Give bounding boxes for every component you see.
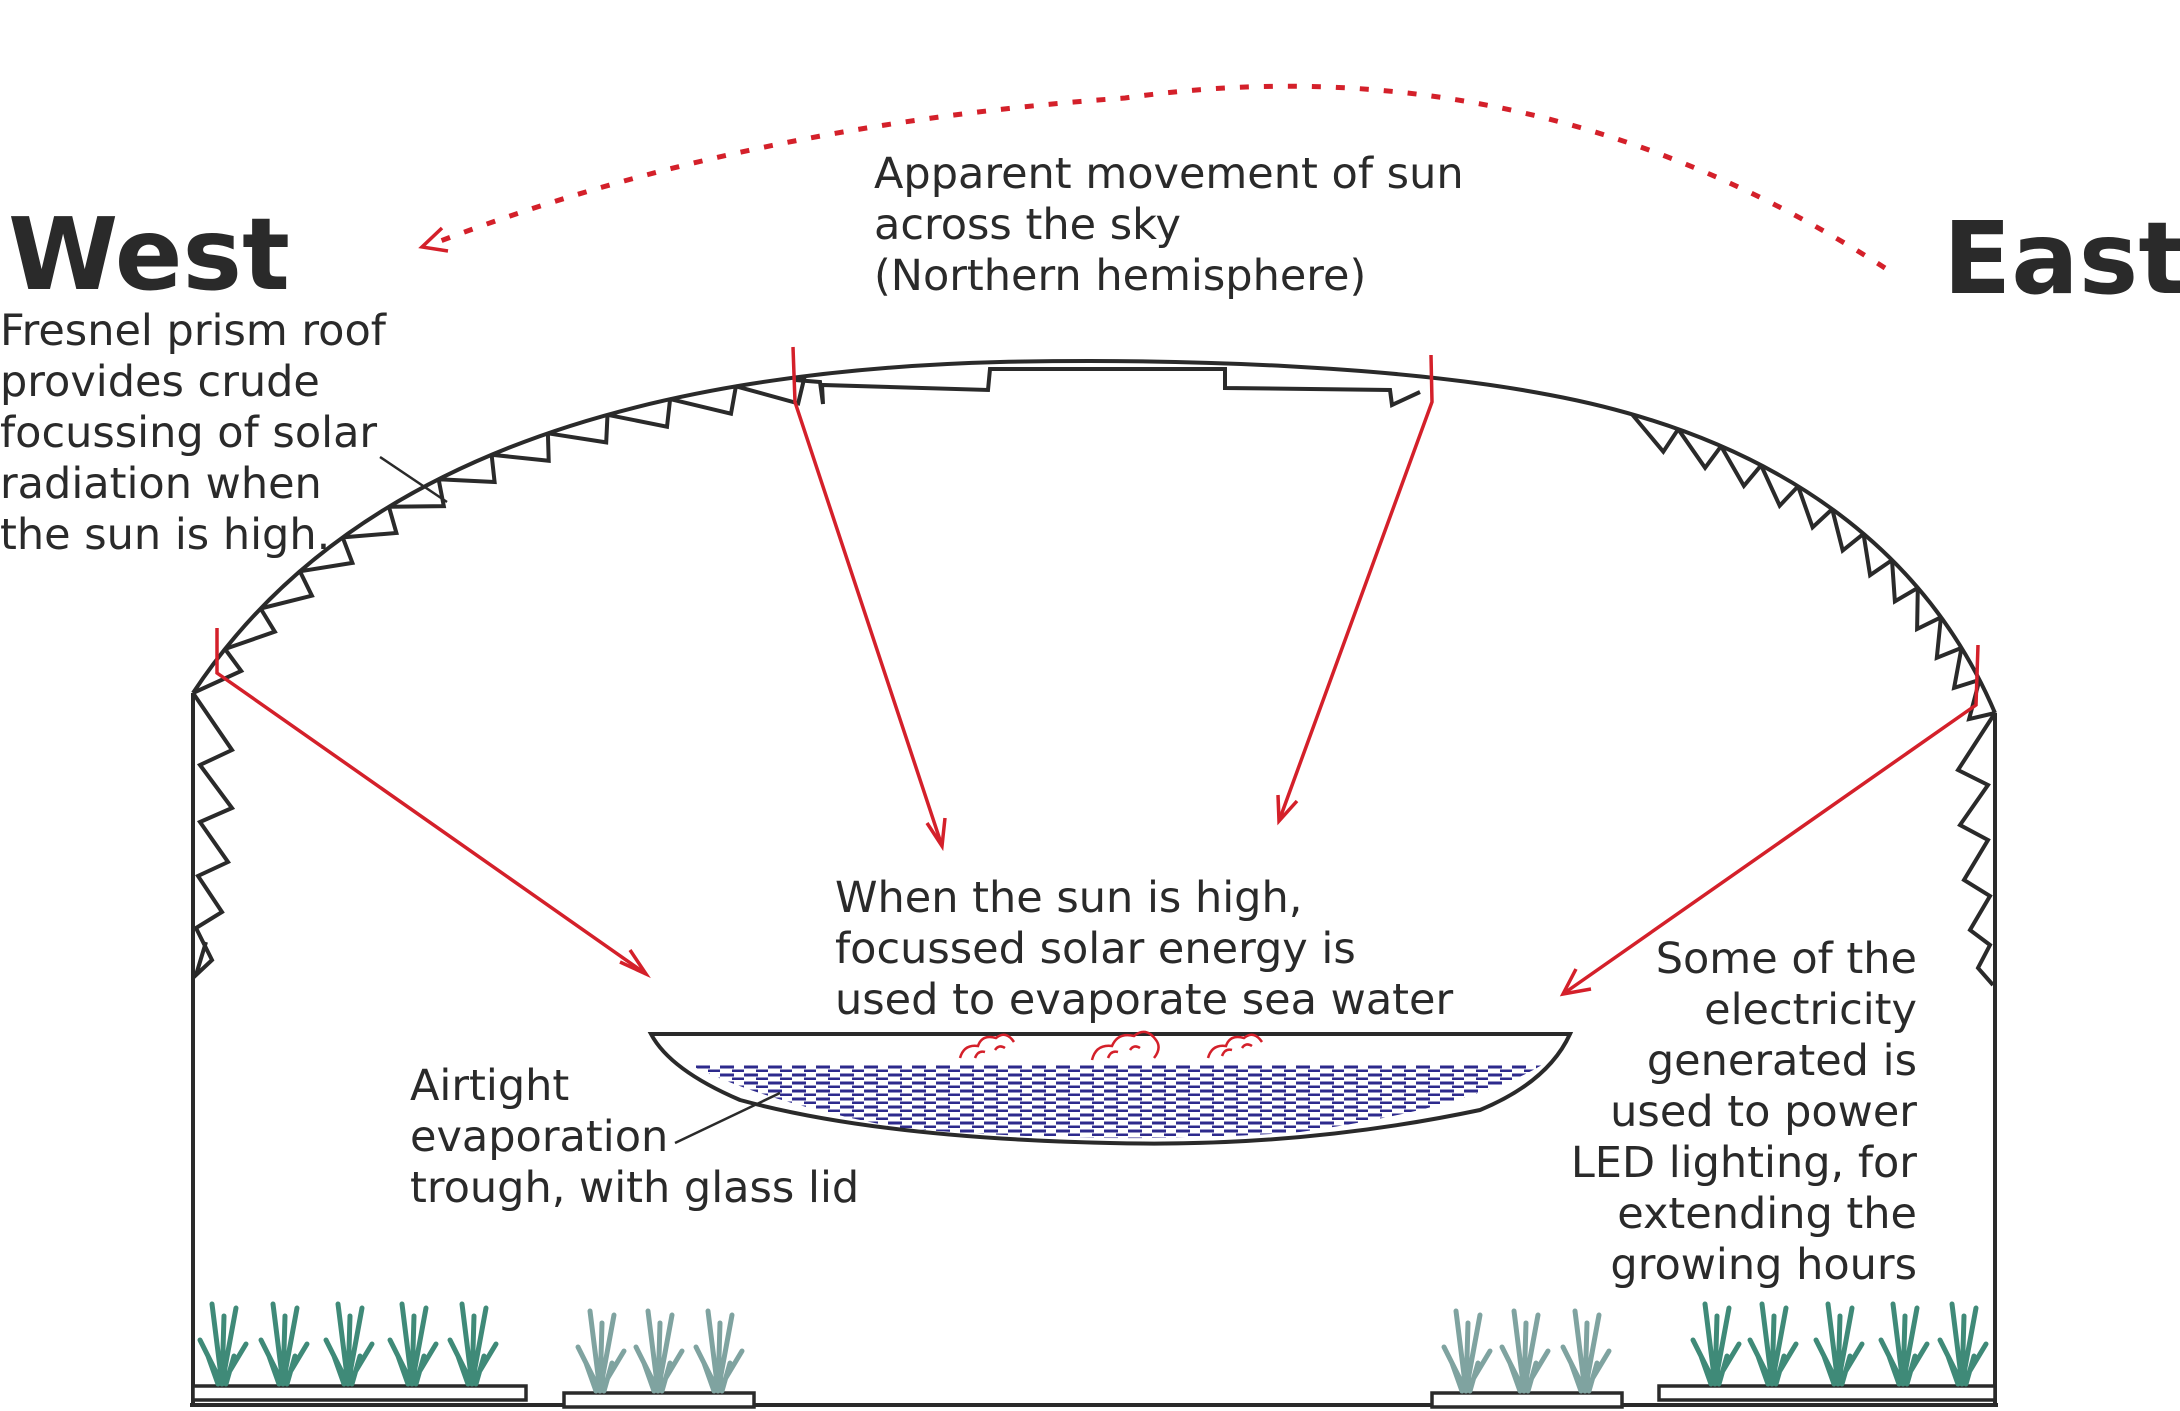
ray-left-low-arrowhead xyxy=(619,949,651,979)
plant xyxy=(323,1301,375,1387)
plant xyxy=(447,1301,499,1387)
fresnel-leader-line xyxy=(379,455,448,504)
trough-leader-line xyxy=(674,1091,781,1145)
bed-left-1 xyxy=(191,1384,528,1402)
plant xyxy=(1747,1301,1799,1387)
led-line-6: extending the xyxy=(1617,1189,1917,1239)
sun-movement-line-3: (Northern hemisphere) xyxy=(874,251,1366,301)
trough-caption: Airtight evaporation trough, with glass … xyxy=(410,1061,859,1213)
led-line-3: generated is xyxy=(1647,1036,1917,1086)
led-line-5: LED lighting, for xyxy=(1571,1138,1917,1188)
sun-path-arrowhead xyxy=(418,226,449,253)
ray-right-low xyxy=(1561,644,1980,996)
roof-outer-curve xyxy=(191,359,1997,714)
led-caption: Some of the electricity generated is use… xyxy=(1571,934,1917,1290)
trough-line-3: trough, with glass lid xyxy=(410,1163,859,1213)
sun-high-line-3: used to evaporate sea water xyxy=(835,975,1453,1025)
sun-path-arc xyxy=(429,83,1887,271)
east-label: East xyxy=(1943,200,2180,317)
plant xyxy=(1441,1308,1493,1394)
led-line-4: used to power xyxy=(1610,1087,1917,1137)
fresnel-line-1: Fresnel prism roof xyxy=(0,306,387,356)
plant xyxy=(197,1301,249,1387)
led-line-7: growing hours xyxy=(1610,1240,1917,1290)
plant xyxy=(1499,1308,1551,1394)
wall-prisms-left xyxy=(191,691,236,982)
west-label: West xyxy=(8,196,290,313)
ray-center-right-arrowhead xyxy=(1276,794,1299,826)
evaporation-trough xyxy=(647,1030,1574,1146)
fresnel-prisms-left xyxy=(192,375,807,695)
fresnel-line-5: the sun is high. xyxy=(0,510,330,560)
sun-movement-caption: Apparent movement of sun across the sky … xyxy=(874,149,1464,301)
plant xyxy=(693,1308,745,1394)
sun-high-line-2: focussed solar energy is xyxy=(835,924,1356,974)
fresnel-line-2: provides crude xyxy=(0,357,320,407)
bed-right-2 xyxy=(1430,1391,1624,1409)
bed-left-2 xyxy=(562,1391,756,1409)
led-line-1: Some of the xyxy=(1656,934,1917,984)
trough-line-2: evaporation xyxy=(410,1112,668,1162)
roof-top-steps xyxy=(794,367,1421,408)
trough-line-1: Airtight xyxy=(410,1061,569,1111)
sun-high-caption: When the sun is high, focussed solar ene… xyxy=(835,873,1453,1025)
led-line-2: electricity xyxy=(1704,985,1917,1035)
greenhouse-structure xyxy=(190,359,1998,1407)
trough-body xyxy=(647,1032,1574,1146)
vapour-bubbles xyxy=(958,1030,1264,1061)
sun-movement-line-1: Apparent movement of sun xyxy=(874,149,1464,199)
sun-rays xyxy=(215,346,1980,997)
ray-center-left xyxy=(791,346,944,847)
plant xyxy=(575,1308,627,1394)
wall-prisms-right xyxy=(1955,711,1997,987)
fresnel-prisms-right xyxy=(1630,413,1996,722)
plant xyxy=(387,1301,439,1387)
sea-water xyxy=(690,1065,1542,1139)
ray-center-left-arrowhead xyxy=(925,817,947,852)
plant xyxy=(1937,1301,1989,1387)
ray-left-low xyxy=(215,628,648,976)
plant xyxy=(258,1301,310,1387)
fresnel-line-4: radiation when xyxy=(0,459,322,509)
bed-right-1 xyxy=(1657,1384,1997,1402)
plants xyxy=(197,1301,1989,1394)
plant xyxy=(633,1308,685,1394)
plant xyxy=(1813,1301,1865,1387)
ray-right-low-arrowhead xyxy=(1559,968,1592,997)
plant xyxy=(1560,1308,1612,1394)
sun-high-line-1: When the sun is high, xyxy=(835,873,1302,923)
ray-center-right xyxy=(1277,354,1434,822)
fresnel-line-3: focussing of solar xyxy=(0,408,377,458)
plant xyxy=(1878,1301,1930,1387)
sun-movement-line-2: across the sky xyxy=(874,200,1181,250)
fresnel-roof-caption: Fresnel prism roof provides crude focuss… xyxy=(0,306,387,560)
plant xyxy=(1690,1301,1742,1387)
